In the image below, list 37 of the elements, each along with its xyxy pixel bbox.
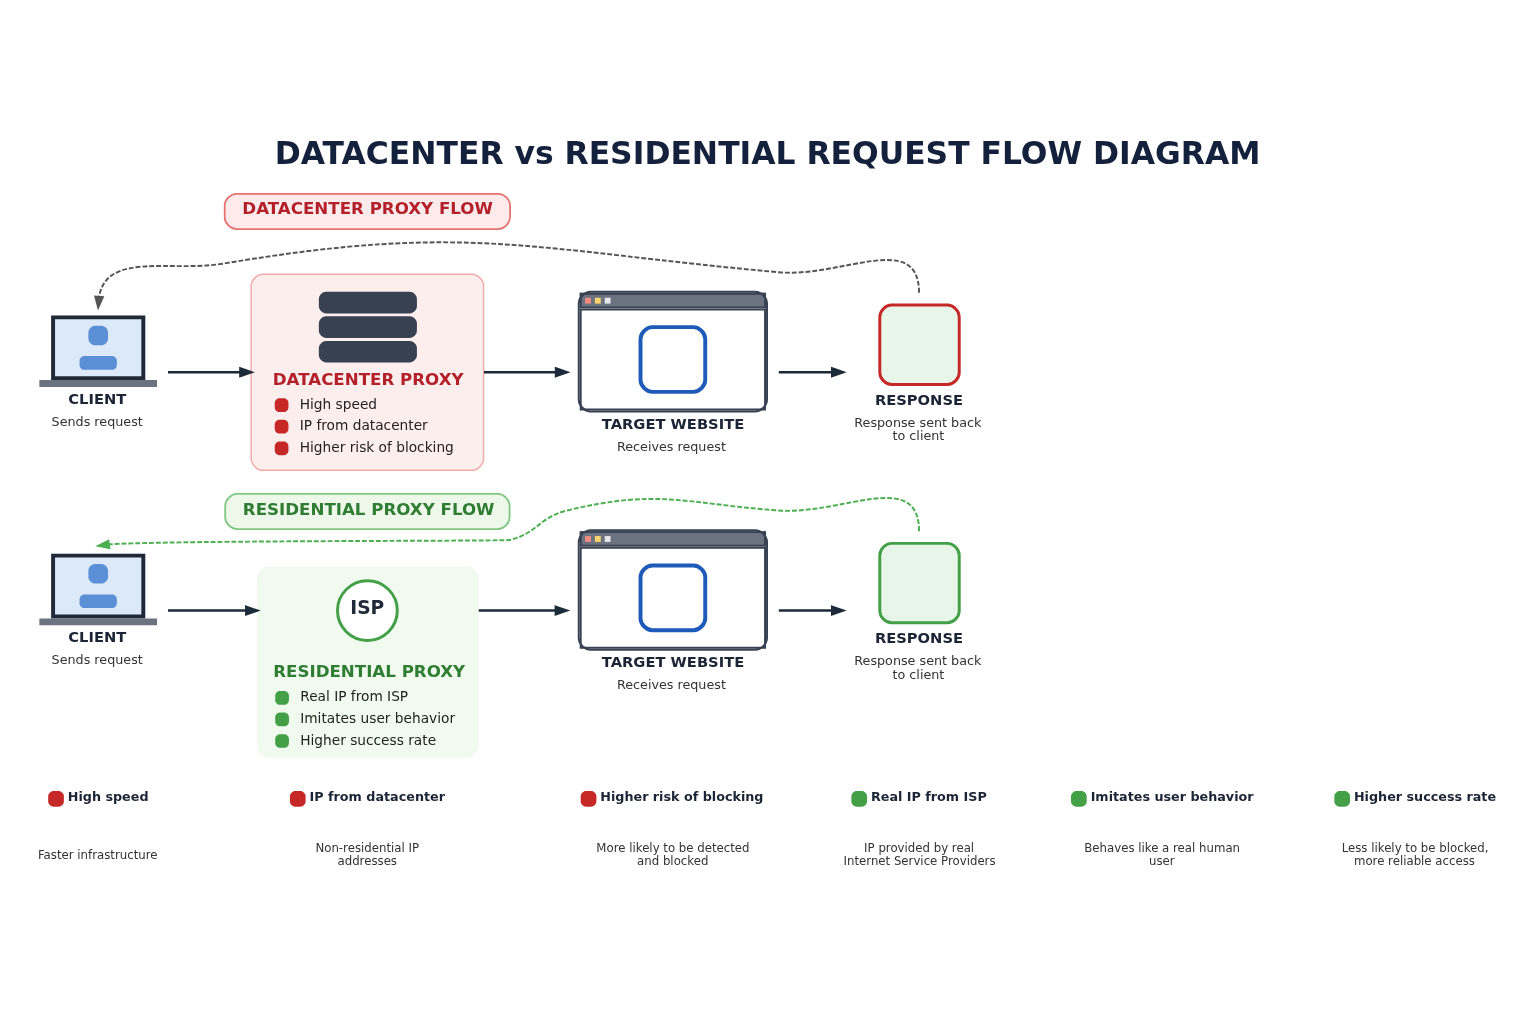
node-box: DATACENTER PROXY FLOW xyxy=(223,192,511,230)
label: Faster infrastructure xyxy=(37,847,158,862)
node-label: CLIENT xyxy=(68,389,127,407)
label: Behaves like a real human user xyxy=(1084,840,1241,868)
arrow xyxy=(94,241,920,310)
node-label: Receives request xyxy=(616,438,726,454)
node-circle: ISP xyxy=(336,578,399,642)
node-label: Sends request xyxy=(51,651,143,667)
node-label: Receives request xyxy=(616,676,726,692)
arrow xyxy=(168,604,261,616)
node-label: CLIENT xyxy=(68,627,127,645)
label: Non-residential IP addresses xyxy=(315,840,420,868)
arrow xyxy=(778,366,847,378)
legend-label: IP from datacenter xyxy=(309,788,445,804)
node-label: RESPONSE xyxy=(874,628,964,646)
node-label: RESPONSE xyxy=(874,390,964,408)
node-label: Response sent back to client xyxy=(854,414,982,443)
legend-label: Real IP from ISP xyxy=(870,788,987,804)
legend-label: Higher success rate xyxy=(1353,788,1497,804)
node-label: TARGET WEBSITE xyxy=(601,652,745,670)
label: IP provided by real Internet Service Providers xyxy=(843,840,996,868)
legend-label: Imitates user behavior xyxy=(1090,788,1254,804)
node-label: TARGET WEBSITE xyxy=(601,414,745,432)
label: More likely to be detected and blocked xyxy=(596,840,750,868)
arrow xyxy=(478,604,571,616)
node-label: Sends request xyxy=(51,413,143,429)
node-box: DATACENTER PROXY High speed IP from datacenter Higher risk of blocking xyxy=(250,272,485,471)
diagram-title: DATACENTER vs RESIDENTIAL REQUEST FLOW DIAGRAM xyxy=(274,134,1261,171)
legend-label: High speed xyxy=(67,788,149,804)
arrow xyxy=(778,604,847,616)
legend-label: Higher risk of blocking xyxy=(600,788,764,804)
arrow xyxy=(95,496,920,549)
label: Less likely to be blocked, more reliable access xyxy=(1341,840,1489,868)
arrow xyxy=(484,366,571,378)
arrow xyxy=(168,366,255,378)
node-box: RESIDENTIAL PROXY FLOW xyxy=(224,492,511,530)
node-label: Response sent back to client xyxy=(854,652,982,682)
